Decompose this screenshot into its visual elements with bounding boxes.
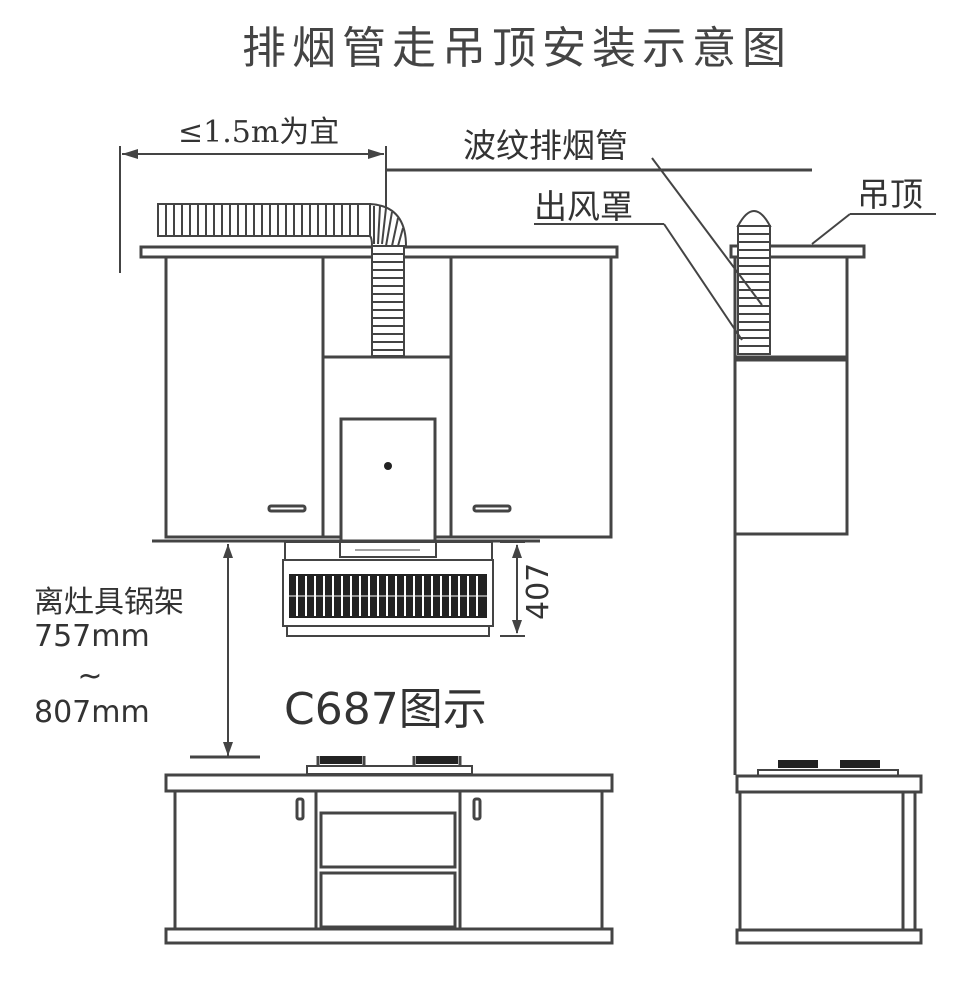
side-view xyxy=(534,157,936,945)
side-cabinet xyxy=(733,358,849,536)
hood-chimney xyxy=(339,417,437,543)
side-countertop xyxy=(735,774,923,794)
range-hood xyxy=(282,541,494,637)
outlet-cover-label: 出风罩 xyxy=(534,187,633,226)
hood-height-label: 407 xyxy=(521,563,556,620)
drawer-bottom xyxy=(319,871,457,929)
base-handle-right xyxy=(472,797,482,821)
side-plinth xyxy=(735,928,923,945)
dim-arrow-right xyxy=(368,149,384,159)
distance-max: 807mm xyxy=(34,695,150,730)
outlet-leader xyxy=(663,223,743,341)
corrugated-pipe-front xyxy=(157,202,408,357)
diagram-title: 排烟管走吊顶安装示意图 xyxy=(242,23,792,74)
hood-bottom-trim xyxy=(286,625,490,637)
countertop xyxy=(164,773,614,793)
cabinet-handle-right xyxy=(472,504,512,513)
distance-label: 离灶具锅架 xyxy=(34,585,184,620)
front-view xyxy=(119,146,812,945)
gas-stove-front xyxy=(306,756,473,775)
max-distance-label: ≤1.5m为宜 xyxy=(178,115,339,150)
upper-cabinet-left xyxy=(164,255,325,539)
distance-min: 757mm xyxy=(34,619,150,654)
side-base-cabinet xyxy=(738,790,917,932)
dim-arrow-left xyxy=(122,149,138,159)
corrugated-pipe-side xyxy=(736,210,772,355)
plinth xyxy=(164,927,614,945)
model-caption: C687图示 xyxy=(284,684,487,735)
corrugated-pipe-label: 波纹排烟管 xyxy=(463,126,628,165)
base-handle-left xyxy=(295,797,305,821)
pipe-leader xyxy=(651,157,763,306)
chimney-screw xyxy=(384,462,392,470)
distance-separator: ~ xyxy=(77,659,102,694)
cabinet-handle-left xyxy=(267,504,307,513)
drawer-top xyxy=(319,811,457,869)
upper-cabinet-right xyxy=(449,255,613,539)
ceiling-label: 吊顶 xyxy=(857,175,923,214)
